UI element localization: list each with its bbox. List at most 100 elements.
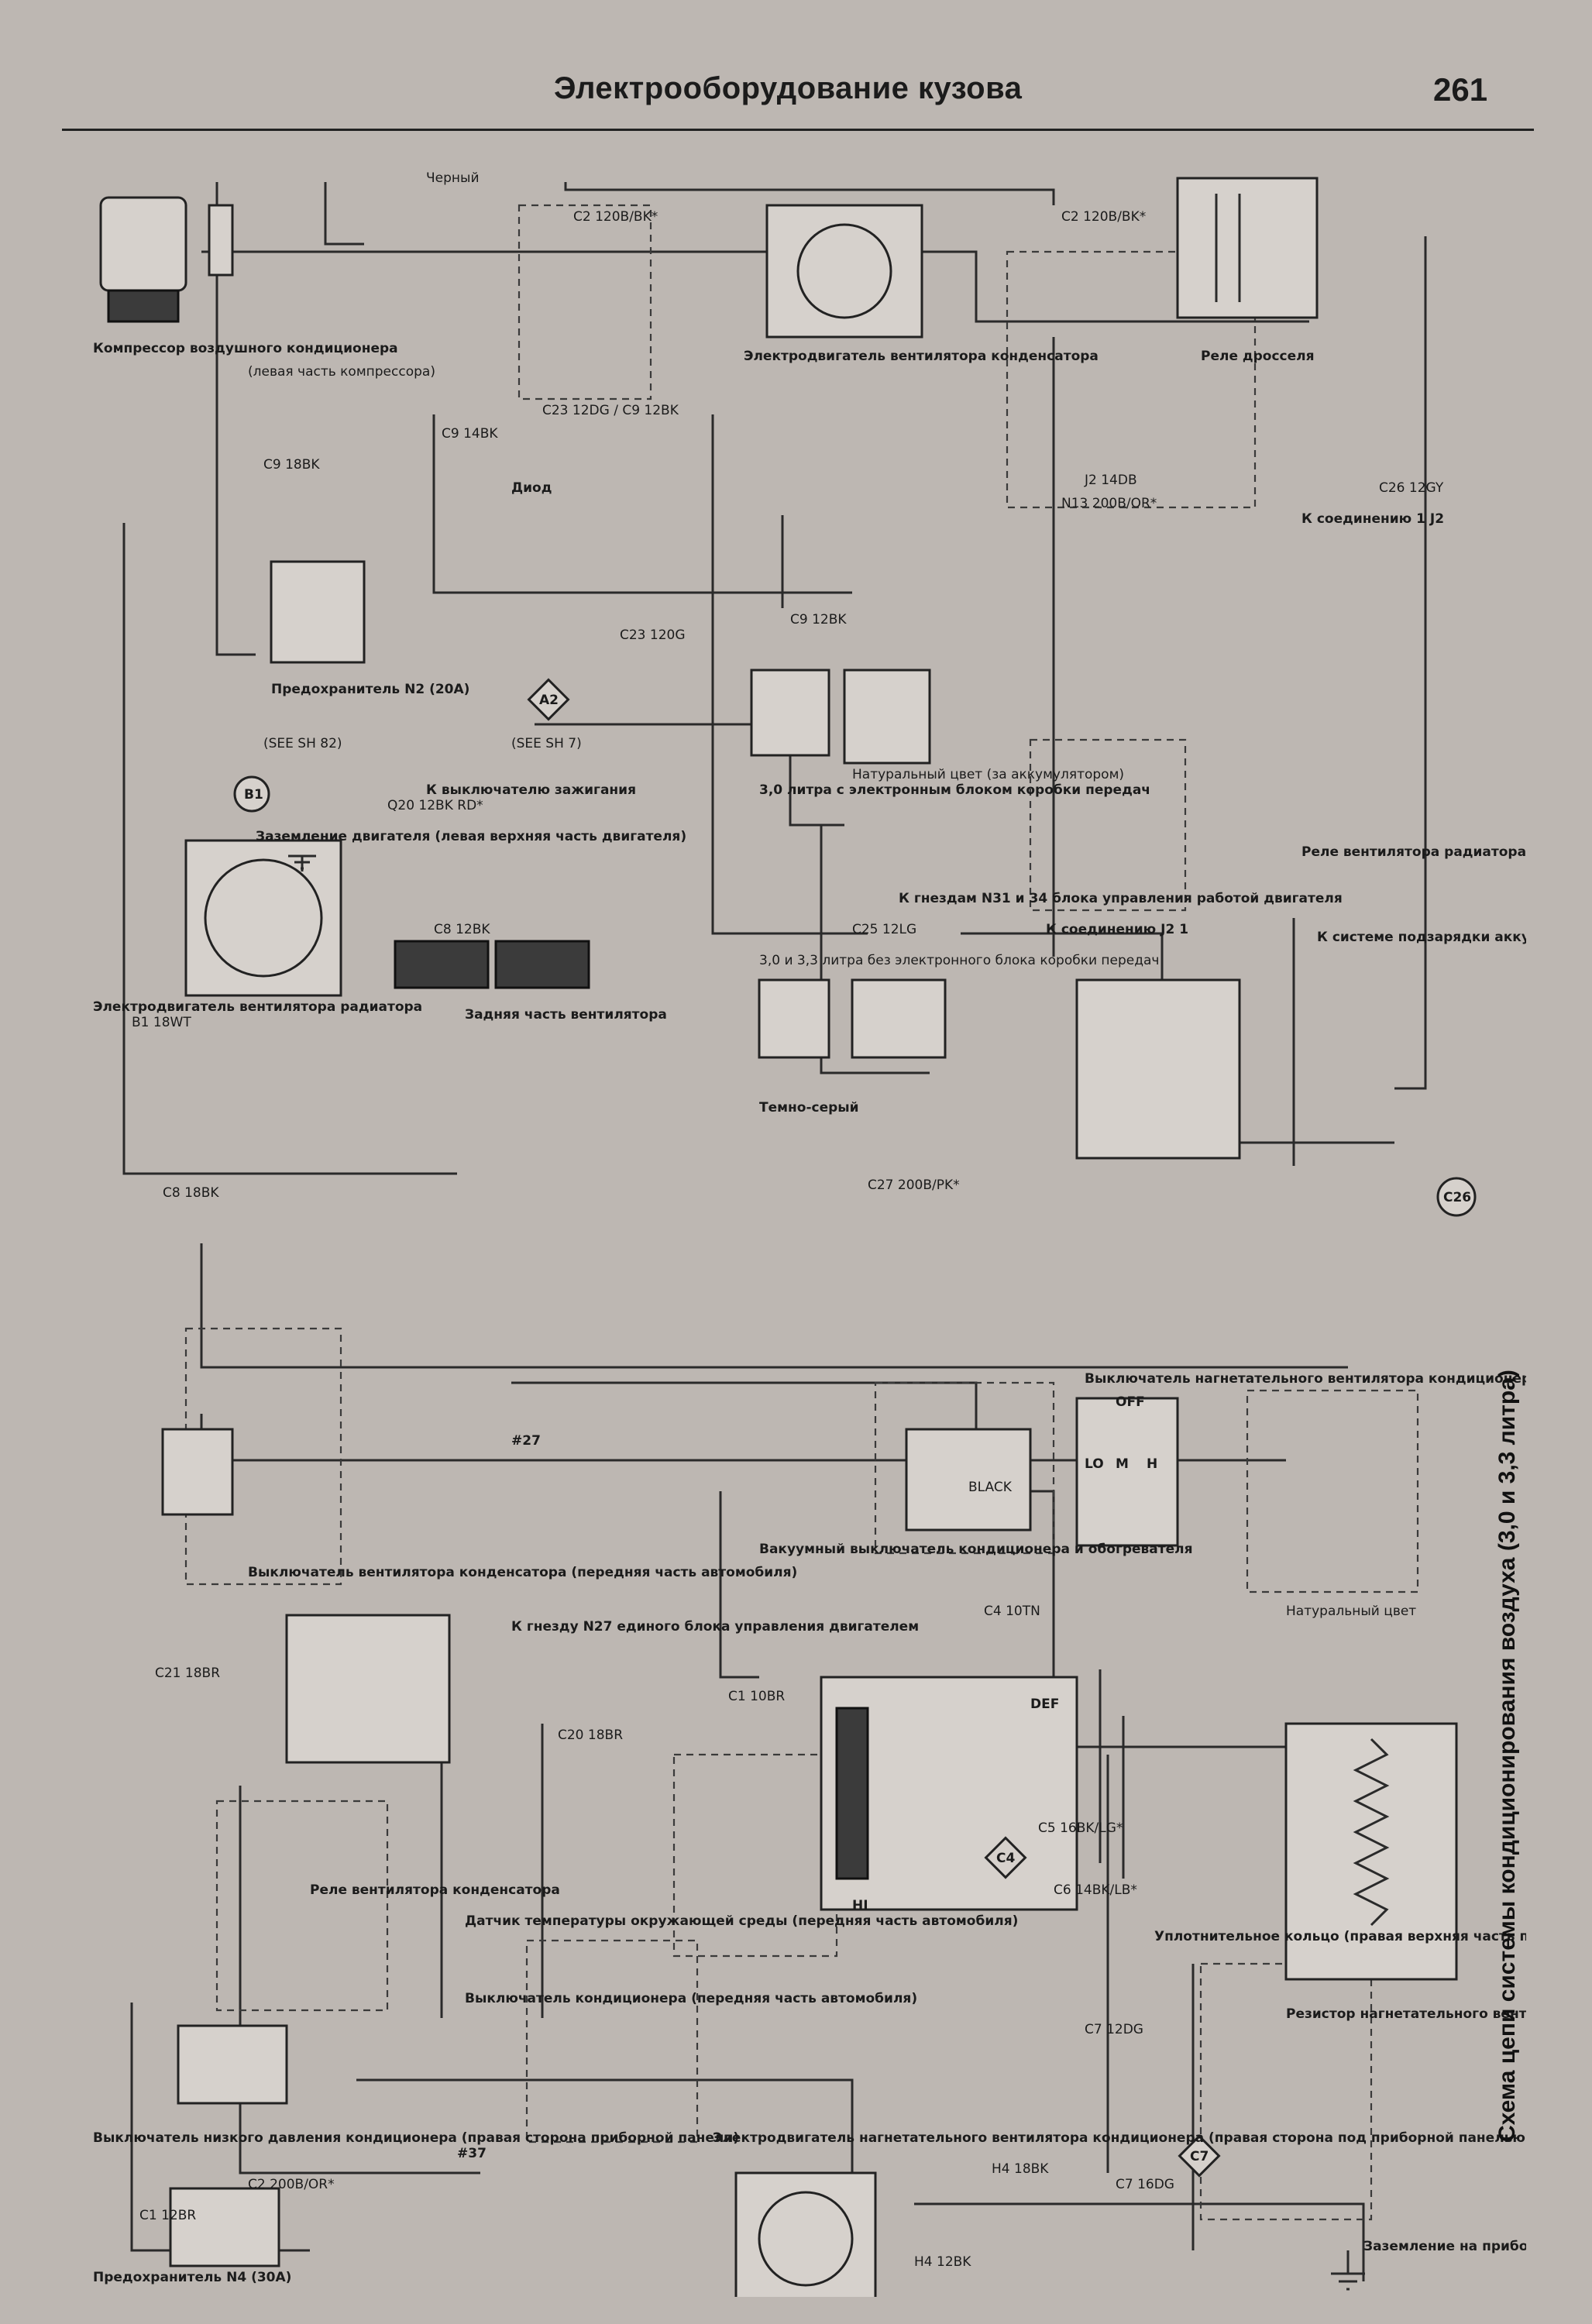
label-to-j2: К соединению 1 J2 [1301, 511, 1444, 527]
radiator-fan-relay-icon [1075, 978, 1241, 1160]
wire-c8-top [324, 182, 364, 246]
blower-switch-icon [1075, 1397, 1179, 1547]
label-ac-switch: Выключатель кондиционера (передняя часть… [465, 1991, 917, 2006]
wire-label-c23-c9: C23 12DG / C9 12BK [542, 403, 679, 418]
wire-left-top [215, 182, 256, 656]
wire-c1-10br [719, 1491, 759, 1679]
label-to-battery: К системе подзарядки аккумулятора [1317, 930, 1526, 945]
wire-label-c2-120b-2: C2 120B/BK* [1061, 209, 1146, 225]
tag-c4: C4 [996, 1851, 1015, 1866]
label-to-pins-n31: К гнездам N31 и 34 блока управления рабо… [899, 891, 1343, 906]
condenser-blower-motor-icon [765, 204, 923, 339]
wire-label-pin27: #27 [511, 1433, 541, 1449]
label-trans-30: 3,0 литра с электронным блоком коробки п… [759, 782, 1150, 798]
label-see-sh7: (SEE SH 7) [511, 736, 582, 751]
wire-label-c8-18bk: C8 18BK [163, 1185, 219, 1201]
label-throttle-relay: Реле дросселя [1201, 349, 1315, 364]
page-number: 261 [1433, 71, 1488, 108]
wire-label-h4-12bk: H4 12BK [914, 2254, 971, 2270]
fuse-n4-icon [169, 2187, 280, 2267]
wire-c23-120g [711, 414, 868, 935]
label-ac-blower-motor: Электродвигатель нагнетательного вентиля… [713, 2130, 1526, 2146]
wire-c2-top [201, 250, 1309, 323]
label-to-j21: К соединению J2 1 [1046, 922, 1188, 937]
wire-c2-200b [239, 1786, 480, 2174]
wire-label-j2: J2 14DB [1084, 473, 1137, 488]
wire-label-b1: B1 18WT [132, 1015, 191, 1030]
page-title: Электрооборудование кузова [554, 71, 1023, 105]
ground-icon [288, 854, 1365, 2291]
components [99, 177, 1458, 2297]
wire-h4 [914, 2202, 1365, 2281]
label-rear-fan: Задняя часть вентилятора [465, 1007, 667, 1023]
connector-box-vacuum [874, 1381, 1055, 1555]
label-radiator-fan-relay: Реле вентилятора радиатора [1301, 844, 1526, 860]
wire-label-q20: Q20 12BK RD* [387, 798, 483, 813]
wire-c7-120g [356, 2078, 854, 2204]
wire-label-c25: C25 12LG [852, 922, 916, 937]
radiator-fan-motor-icon [184, 839, 590, 997]
label-fan-h: H [1147, 1456, 1157, 1472]
header-rule [62, 129, 1534, 131]
label-hi: HI [852, 1898, 868, 1913]
vacuum-switch-icon [905, 1428, 1032, 1532]
compressor-icon [99, 196, 234, 323]
label-condenser-fan-switch: Выключатель вентилятора конденсатора (пе… [248, 1565, 797, 1580]
wire-c9-18bk [122, 523, 457, 1175]
throttle-relay-icon [1176, 177, 1319, 319]
label-def: DEF [1030, 1697, 1059, 1712]
label-dash-ground: Заземление на приборной панели (с правой… [1363, 2239, 1526, 2254]
wire-c26-right [1394, 236, 1427, 1090]
connector-box-c6 [1246, 1389, 1419, 1593]
wire-label-c1-12br: C1 12BR [139, 2208, 196, 2223]
transmission-connector-icon [750, 669, 947, 1059]
wire-label-c5: C5 16BK/LG* [1038, 1820, 1123, 1836]
wire-label-c9-14bk: C9 14BK [442, 426, 498, 442]
label-vacuum-switch: Вакуумный выключатель кондиционера и обо… [759, 1542, 1193, 1557]
wire-label-c2-200b: C2 200B/OR* [248, 2177, 335, 2192]
wire-label-c7-12dg: C7 12DG [1085, 2022, 1143, 2037]
wire-c2-upper [564, 182, 1055, 205]
connector-box-relay [215, 1800, 389, 2012]
label-compressor-left: (левая часть компрессора) [248, 364, 435, 380]
label-fuse-n2: Предохранитель N2 (20A) [271, 682, 469, 697]
connector-box-j21 [1029, 738, 1187, 912]
wire-label-c6: C6 14BK/LB* [1054, 1882, 1137, 1898]
wire-label-c2-120b: C2 120B/BK* [573, 209, 658, 225]
label-seal-ring: Уплотнительное кольцо (правая верхняя ча… [1154, 1929, 1526, 1944]
wire-c25 [820, 825, 930, 1074]
label-to-ignition: К выключателю зажигания [426, 782, 636, 798]
label-condenser-fan-relay: Реле вентилятора конденсатора [310, 1882, 560, 1898]
label-fan-lo: LO [1085, 1456, 1104, 1472]
wire-label-c23: C23 120G [620, 627, 686, 643]
label-low-pressure-switch: Выключатель низкого давления кондиционер… [93, 2130, 739, 2146]
label-see-sh82: (SEE SH 82) [263, 736, 342, 751]
wire-label-c1-10br: C1 10BR [728, 1689, 785, 1704]
label-radiator-fan-motor: Электродвигатель вентилятора радиатора [93, 999, 422, 1015]
label-resistor: Резистор нагнетательного вентилятора кон… [1286, 2006, 1526, 2022]
wire-label-c26: C26 12GY [1379, 480, 1444, 496]
wire-label-c9-18bk: C9 18BK [263, 457, 320, 473]
wire-network [122, 182, 1427, 2281]
wire-label-c21: C21 18BR [155, 1666, 220, 1681]
low-pressure-switch-icon [177, 2024, 288, 2105]
condenser-fan-switch-icon [161, 1428, 234, 1516]
resistor-icon [1284, 1722, 1458, 1981]
label-diode: Диод [511, 480, 552, 496]
fuse-n2-icon [270, 560, 366, 664]
page-header: Электрооборудование кузова 261 [0, 0, 1592, 143]
label-blower-motor: Электродвигатель вентилятора конденсатор… [744, 349, 1099, 364]
ac-control-panel-icon [820, 1676, 1078, 1911]
tag-c26: C26 [1443, 1190, 1471, 1205]
connector-box-j2 [1006, 250, 1257, 509]
diagram-caption: Схема цепи системы кондиционирования воз… [1494, 1370, 1520, 2142]
label-trans-30-without: 3,0 и 3,3 литра без электронного блока к… [759, 953, 1159, 968]
label-dark-gray: Темно-серый [759, 1100, 859, 1116]
connector-box-c20b [525, 1939, 699, 2144]
label-compressor: Компрессор воздушного кондиционера [93, 341, 398, 356]
tag-a2: A2 [539, 693, 559, 708]
wire-label-h4-18bk: H4 18BK [992, 2161, 1049, 2177]
label-black: Черный [426, 170, 480, 186]
label-temp-sensor: Датчик температуры окружающей среды (пер… [465, 1913, 1018, 1929]
wire-c8-12bk [535, 723, 844, 827]
